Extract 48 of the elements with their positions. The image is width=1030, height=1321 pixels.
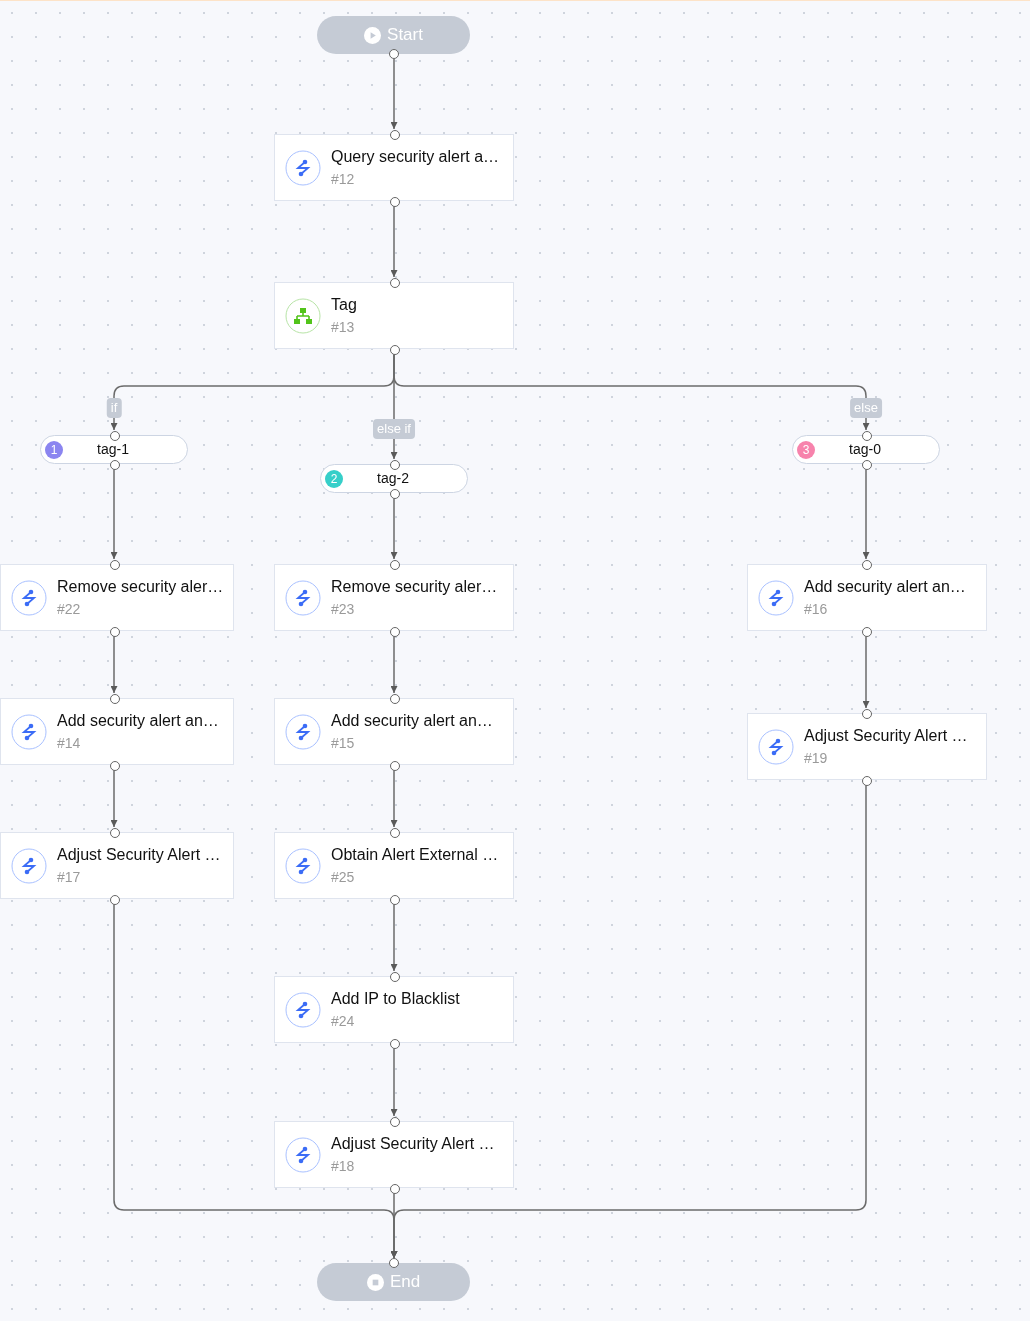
branch-label: tag-2 bbox=[376, 469, 410, 488]
connector-arrow bbox=[862, 468, 870, 560]
branch-label: tag-0 bbox=[848, 440, 882, 459]
step-id: #22 bbox=[57, 600, 82, 619]
step-id: #15 bbox=[331, 734, 356, 753]
step-id: #18 bbox=[331, 1157, 356, 1176]
connector-arrow bbox=[393, 353, 870, 431]
step-title: Add security alert an… bbox=[331, 710, 493, 731]
step-id: #16 bbox=[804, 600, 829, 619]
branch-label: tag-1 bbox=[96, 440, 130, 459]
step-title: Add IP to Blacklist bbox=[331, 988, 460, 1009]
step-title: Remove security aler… bbox=[57, 576, 224, 597]
step-title: Remove security aler… bbox=[331, 576, 498, 597]
connector-arrow bbox=[390, 497, 398, 560]
connector-arrow bbox=[390, 903, 398, 972]
terminal-label: Start bbox=[387, 24, 423, 47]
connector-arrow bbox=[390, 1047, 398, 1117]
edge-label: if bbox=[106, 398, 122, 418]
step-title: Adjust Security Alert … bbox=[331, 1133, 495, 1154]
connector-arrow bbox=[390, 784, 867, 1259]
connector-arrow bbox=[390, 205, 398, 278]
step-title: Adjust Security Alert … bbox=[804, 725, 968, 746]
step-title: Adjust Security Alert … bbox=[57, 844, 221, 865]
number-badge: 3 bbox=[797, 440, 815, 459]
step-id: #23 bbox=[331, 600, 356, 619]
connector-arrow bbox=[390, 58, 398, 130]
step-title: Obtain Alert External … bbox=[331, 844, 499, 865]
connector-arrow bbox=[862, 635, 870, 709]
connector-arrow bbox=[110, 468, 118, 560]
step-title: Add security alert an… bbox=[57, 710, 219, 731]
step-id: #12 bbox=[331, 170, 356, 189]
step-title: Query security alert a… bbox=[331, 146, 500, 167]
step-id: #13 bbox=[331, 318, 356, 337]
connector-arrow bbox=[110, 769, 118, 828]
number-badge: 1 bbox=[45, 440, 63, 459]
step-id: #19 bbox=[804, 749, 829, 768]
step-title: Tag bbox=[331, 294, 357, 315]
edge-label: else bbox=[850, 398, 882, 418]
step-id: #17 bbox=[57, 868, 82, 887]
connector-arrow bbox=[390, 635, 398, 694]
terminal-label: End bbox=[389, 1271, 421, 1294]
step-id: #14 bbox=[57, 734, 82, 753]
number-badge: 2 bbox=[325, 469, 343, 488]
connector-arrow bbox=[390, 769, 398, 828]
step-id: #24 bbox=[331, 1012, 356, 1031]
step-title: Add security alert an… bbox=[804, 576, 966, 597]
connector-arrow bbox=[110, 635, 118, 694]
step-id: #25 bbox=[331, 868, 356, 887]
